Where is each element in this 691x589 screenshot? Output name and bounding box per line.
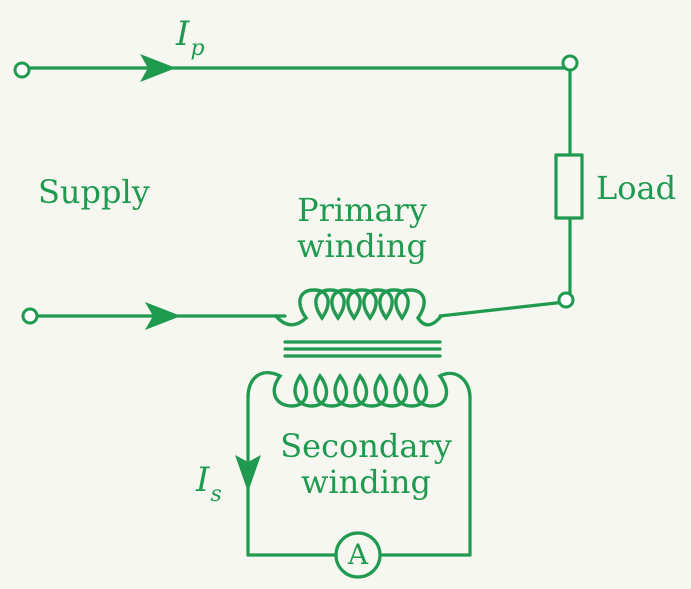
primary-winding-line-2: winding <box>296 227 428 265</box>
primary-winding-line-1: Primary <box>297 191 427 229</box>
secondary-winding-line-1: Secondary <box>280 427 452 465</box>
load-bottom-terminal <box>557 291 575 309</box>
secondary-winding-coil <box>246 371 472 408</box>
ammeter-label: A <box>347 538 369 571</box>
secondary-winding-line-2: winding <box>300 463 432 501</box>
primary-to-load-wire <box>438 300 567 318</box>
ammeter-circle <box>334 531 382 579</box>
primary-winding-label: Primary winding <box>272 192 452 264</box>
primary-current-label: Ip <box>176 14 205 61</box>
load-label: Load <box>596 169 677 207</box>
supply-top-terminal <box>13 61 31 79</box>
secondary-winding-label: Secondary winding <box>266 428 466 500</box>
secondary-current-subscript: s <box>210 482 222 507</box>
supply-bottom-terminal <box>21 307 39 325</box>
secondary-current-label: Is <box>196 460 222 507</box>
load-top-terminal <box>561 54 579 72</box>
supply-return-arrow <box>145 302 181 330</box>
primary-current-symbol: I <box>176 14 190 54</box>
primary-current-arrow <box>140 54 176 82</box>
primary-winding-coil <box>273 288 444 327</box>
primary-current-subscript: p <box>190 36 205 61</box>
load-resistor <box>554 153 584 220</box>
secondary-current-arrow <box>235 455 261 492</box>
supply-label: Supply <box>38 173 150 211</box>
secondary-current-symbol: I <box>196 460 210 500</box>
